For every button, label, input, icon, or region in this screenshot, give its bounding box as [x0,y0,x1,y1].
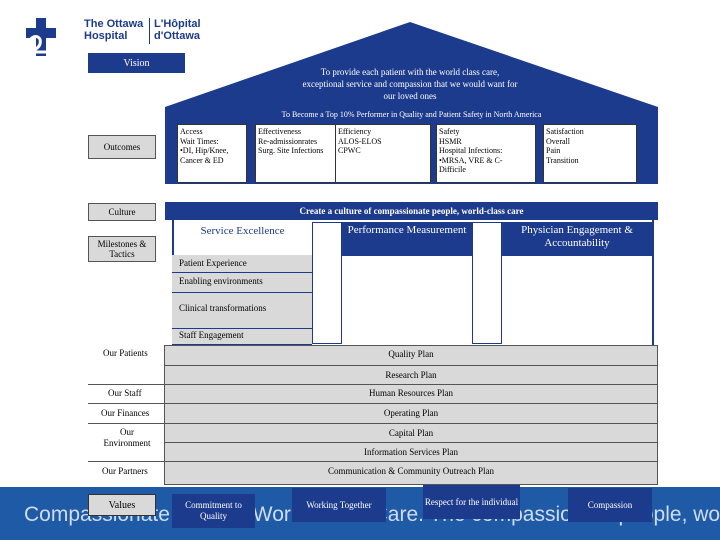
vision-label: Vision [123,57,150,69]
goal-bar: To Become a Top 10% Performer in Quality… [165,107,658,121]
logo-line1-en: The Ottawa [84,18,144,30]
row-label-staff: Our Staff [108,388,142,398]
plan-operating: Operating Plan [383,408,439,418]
plan-hr: Human Resources Plan [369,388,453,398]
outcome-line: Wait Times: [180,136,219,146]
outcome-line: Re-admissionrates [258,136,318,146]
plan-communication: Communication & Community Outreach Plan [328,466,494,476]
tactic-clinical-transformations: Clinical transformations [172,293,312,329]
tactic-staff-engagement: Staff Engagement [172,329,312,345]
outcome-cell-effectiveness: Effectiveness Re-admissionrates Surg. Si… [255,124,340,183]
value-working-together: Working Together [292,488,386,522]
outcome-line: Pain [546,146,561,155]
value-commitment-to-quality: Commitment to Quality [172,494,255,528]
tactic-enabling-environments: Enabling environments [172,273,312,293]
outcome-line: •DI, Hip/Knee, [180,146,229,155]
outcome-title: Satisfaction [546,127,584,136]
plan-capital: Capital Plan [388,428,434,438]
logo-line2-fr: d'Ottawa [154,30,201,42]
outcome-line: Overall [546,136,570,146]
milestones-label: Milestones & Tactics [97,239,147,259]
outcome-title: Effectiveness [258,127,301,136]
outcome-line: Hospital Infections: [439,146,503,155]
values-label: Values [108,499,136,511]
outcome-cell-efficiency: Efficiency ALOS-ELOS CPWC [335,124,431,183]
milestones-label-box: Milestones & Tactics [88,236,156,262]
row-label-patients: Our Patients [103,348,148,358]
plan-research: Research Plan [385,370,437,380]
hospital-cross-icon [26,18,56,56]
row-label-environment: Our Environment [103,427,151,448]
tactic-patient-experience: Patient Experience [172,255,312,273]
culture-statement: Create a culture of compassionate people… [299,206,524,216]
outcome-title: Efficiency [338,127,372,136]
pillar-physician-engagement: Physician Engagement & Accountability [502,222,652,256]
vision-statement: To provide each patient with the world c… [302,67,518,101]
goal-text: To Become a Top 10% Performer in Quality… [281,109,542,119]
value-compassion: Compassion [568,488,652,522]
outcome-line: Surg. Site Infections [258,146,324,155]
values-label-box: Values [88,494,156,516]
outcomes-label: Outcomes [103,142,141,152]
culture-bar: Create a culture of compassionate people… [165,202,658,220]
culture-label-box: Culture [88,203,156,221]
logo-line1-fr: L'Hôpital [154,18,201,30]
outcomes-label-box: Outcomes [88,135,156,159]
outcome-line: Difficile [439,165,466,174]
outcome-line: ALOS-ELOS [338,136,382,146]
outcome-cell-access: Access Wait Times: •DI, Hip/Knee, Cancer… [177,124,247,183]
outcome-line: CPWC [338,146,361,155]
culture-label: Culture [108,207,136,217]
value-respect-for-the-individual: Respect for the individual [423,485,520,519]
pillar-performance-measurement: Performance Measurement [342,222,472,256]
outcome-cell-satisfaction: Satisfaction Overall Pain Transition [543,124,637,183]
row-label-partners: Our Partners [102,466,148,476]
pillar-service-excellence: Service Excellence [200,225,285,237]
outcome-cell-safety: Safety HSMR Hospital Infections: •MRSA, … [436,124,536,183]
row-label-finances: Our Finances [101,408,150,418]
outcome-title: Safety [439,127,460,136]
hospital-logo: The Ottawa Hospital L'Hôpital d'Ottawa [26,18,201,58]
plan-quality: Quality Plan [388,349,434,359]
outcome-line: Transition [546,155,579,165]
outcome-title: Access [180,127,203,136]
logo-line2-en: Hospital [84,30,128,42]
house-roof [165,22,658,107]
vision-label-box: Vision [88,53,185,73]
outcome-line: HSMR [439,136,462,146]
plan-information-services: Information Services Plan [364,447,458,457]
outcome-line: •MRSA, VRE & C- [439,155,503,165]
outcome-line: Cancer & ED [180,155,224,165]
